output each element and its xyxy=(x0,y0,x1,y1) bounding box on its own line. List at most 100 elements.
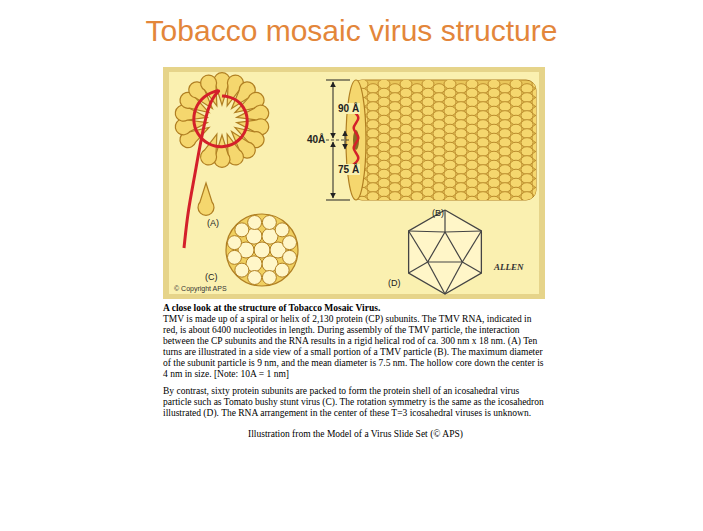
rod-subunit xyxy=(488,80,500,89)
rod-subunit xyxy=(433,138,445,148)
rod-subunit xyxy=(477,147,489,157)
rod-subunit xyxy=(367,129,379,139)
rod-subunit xyxy=(521,84,533,94)
icosahedron xyxy=(409,210,482,294)
rod-subunit xyxy=(367,93,379,103)
rod-subunit xyxy=(466,160,478,170)
rod-subunit xyxy=(411,156,423,166)
rod-subunit xyxy=(499,165,511,175)
rod-subunit xyxy=(455,84,467,94)
rod-subunit xyxy=(477,93,489,103)
rod-subunit xyxy=(444,160,456,170)
icosahedron-edge xyxy=(462,231,481,262)
rod-subunit xyxy=(422,196,434,200)
rod-subunit xyxy=(422,187,434,197)
rod-subunit xyxy=(378,187,390,197)
rod-subunit xyxy=(510,151,522,161)
rod-subunit xyxy=(499,147,511,157)
rod-subunit xyxy=(510,142,522,152)
rod-subunit xyxy=(521,120,533,130)
rod-subunit xyxy=(532,106,536,116)
rod-subunit xyxy=(477,138,489,148)
rod-subunit xyxy=(455,138,467,148)
icosahedron-face xyxy=(428,232,463,262)
rod-subunit xyxy=(389,192,401,200)
rod-subunit xyxy=(488,169,500,179)
copyright-note: © Copyright APS xyxy=(174,285,227,292)
rod-subunit xyxy=(367,120,379,130)
rod-subunit xyxy=(444,187,456,197)
protein-subunit xyxy=(283,250,297,264)
rod-subunit xyxy=(367,183,379,193)
rod-subunit xyxy=(378,133,390,143)
dimension-label: 40Å xyxy=(306,134,326,145)
tmv-rod xyxy=(346,79,544,210)
rod-subunit xyxy=(510,124,522,134)
protein-subunit xyxy=(227,236,241,250)
rod-subunit xyxy=(499,174,511,184)
rod-subunit xyxy=(532,124,536,134)
rod-subunit xyxy=(400,151,412,161)
rod-subunit xyxy=(488,106,500,116)
rod-subunit xyxy=(466,133,478,143)
rod-subunit xyxy=(422,97,434,107)
rod-subunit xyxy=(444,106,456,116)
rod-subunit xyxy=(477,174,489,184)
rod-subunit xyxy=(499,138,511,148)
rod-subunit xyxy=(411,165,423,175)
rod-subunit xyxy=(400,196,412,200)
rod-subunit xyxy=(389,156,401,166)
rod-subunit xyxy=(378,115,390,125)
rod-subunit xyxy=(422,124,434,134)
rod-subunit xyxy=(378,88,390,98)
rod-subunit xyxy=(367,102,379,112)
rod-subunit xyxy=(455,174,467,184)
rod-subunit xyxy=(433,183,445,193)
rod-subunit xyxy=(510,88,522,98)
rod-subunit xyxy=(510,97,522,107)
icosahedron-edge xyxy=(445,231,481,232)
rod-subunit xyxy=(444,115,456,125)
protein-subunit xyxy=(275,223,289,237)
rod-subunit xyxy=(466,88,478,98)
rod-subunit xyxy=(521,93,533,103)
protein-subunit xyxy=(283,236,297,250)
rod-subunit xyxy=(532,97,536,107)
rod-subunit xyxy=(422,80,434,89)
rod-subunit xyxy=(422,151,434,161)
rod-subunit xyxy=(532,160,536,170)
rod-subunit xyxy=(488,187,500,197)
rod-subunit xyxy=(532,80,536,89)
rod-subunit xyxy=(488,196,500,200)
rod-subunit xyxy=(422,115,434,125)
rod-subunit xyxy=(444,196,456,200)
icosahedron-edge xyxy=(428,262,445,294)
rod-subunit xyxy=(422,178,434,188)
rod-subunit xyxy=(444,169,456,179)
rod-subunit xyxy=(389,147,401,157)
rod-subunit xyxy=(444,151,456,161)
rod-subunit xyxy=(367,147,379,157)
helix-cross-section xyxy=(174,73,270,248)
caption-paragraph: TMV is made up of a spiral or helix of 2… xyxy=(163,314,548,380)
rod-subunit xyxy=(444,142,456,152)
rod-subunit xyxy=(422,106,434,116)
rod-subunit xyxy=(444,80,456,89)
protein-subunit xyxy=(235,263,249,277)
rod-subunit xyxy=(378,106,390,116)
rod-subunit xyxy=(411,84,423,94)
rod-subunit xyxy=(378,80,390,89)
rod-subunit xyxy=(499,102,511,112)
rod-subunit xyxy=(389,183,401,193)
rod-subunit xyxy=(455,93,467,103)
rod-subunit xyxy=(455,192,467,200)
rod-subunit xyxy=(510,160,522,170)
rod-subunit xyxy=(466,142,478,152)
rod-subunit xyxy=(466,169,478,179)
rod-subunit xyxy=(422,142,434,152)
caption-paragraph: By contrast, sixty protein subunits are … xyxy=(163,386,548,419)
rod-subunit xyxy=(510,178,522,188)
rod-subunit xyxy=(532,151,536,161)
rod-subunit xyxy=(444,124,456,134)
